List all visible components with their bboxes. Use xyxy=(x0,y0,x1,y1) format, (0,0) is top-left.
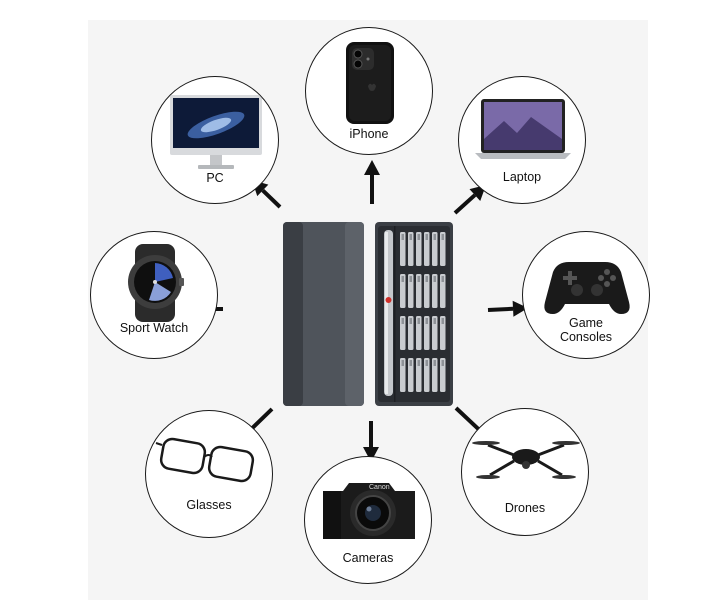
device-label-game-consoles: Game Consoles xyxy=(559,316,613,344)
screwdriver-bit xyxy=(432,358,438,392)
bit-tip xyxy=(441,360,444,366)
bit-tip xyxy=(433,318,436,324)
screwdriver-bit xyxy=(400,274,406,308)
bit-tip xyxy=(401,234,404,240)
screwdriver-bit xyxy=(440,316,446,350)
device-circle-iphone: iPhone xyxy=(305,27,433,155)
device-label-laptop: Laptop xyxy=(502,170,542,184)
screwdriver-bit xyxy=(416,316,422,350)
screwdriver-bit xyxy=(432,274,438,308)
device-circle-cameras: Canon Cameras xyxy=(304,456,432,584)
watch-icon xyxy=(128,244,184,322)
arrow-to-game-consoles xyxy=(487,300,528,317)
device-circle-drones: Drones xyxy=(461,408,589,536)
device-label-drones: Drones xyxy=(504,501,546,515)
device-label-pc: PC xyxy=(206,171,224,185)
bit-tip xyxy=(417,276,420,282)
screwdriver-bit xyxy=(432,232,438,266)
bit-tip xyxy=(425,234,428,240)
bit-tip xyxy=(409,318,412,324)
screwdriver-bit xyxy=(408,274,414,308)
screwdriver-bit xyxy=(424,316,430,350)
screwdriver-bit xyxy=(440,358,446,392)
camera-brand-text: Canon xyxy=(369,484,390,491)
bit-tip xyxy=(441,234,444,240)
device-label-glasses: Glasses xyxy=(186,498,232,512)
bit-tip xyxy=(433,360,436,366)
screwdriver-bit xyxy=(416,274,422,308)
bit-tip xyxy=(425,318,428,324)
monitor-icon xyxy=(170,95,262,169)
red-button-dot xyxy=(385,297,392,303)
bit-tip xyxy=(401,276,404,282)
bit-tip xyxy=(401,360,404,366)
arrow-to-cameras xyxy=(363,421,379,462)
screwdriver-bit xyxy=(424,274,430,308)
screwdriver-bit xyxy=(408,316,414,350)
screwdriver-bit xyxy=(432,316,438,350)
device-circle-sport-watch: Sport Watch xyxy=(90,231,218,359)
screwdriver-bit xyxy=(400,232,406,266)
bit-tip xyxy=(441,276,444,282)
bit-tip xyxy=(433,234,436,240)
bit-tip xyxy=(409,360,412,366)
bit-tip xyxy=(433,276,436,282)
bit-tip xyxy=(441,318,444,324)
bit-tip xyxy=(417,318,420,324)
camera-icon: Canon xyxy=(323,483,415,539)
bit-tip xyxy=(425,276,428,282)
arrow-to-iphone xyxy=(364,160,380,204)
screwdriver-bit xyxy=(440,232,446,266)
device-circle-laptop: Laptop xyxy=(458,76,586,204)
device-label-iphone: iPhone xyxy=(349,127,389,141)
kit-case-closed xyxy=(283,222,364,406)
device-circle-glasses: Glasses xyxy=(145,410,273,538)
screwdriver-bit xyxy=(400,316,406,350)
kit-case-open xyxy=(375,222,453,406)
screwdriver-bit xyxy=(408,358,414,392)
bit-tip xyxy=(409,234,412,240)
bit-grid xyxy=(400,232,446,392)
screwdriver-bit xyxy=(440,274,446,308)
bit-tip xyxy=(425,360,428,366)
phone-icon xyxy=(346,42,394,124)
gamepad-icon xyxy=(544,262,630,314)
bit-tip xyxy=(409,276,412,282)
drone-icon xyxy=(472,441,580,479)
device-circle-pc: PC xyxy=(151,76,279,204)
screwdriver-bit xyxy=(408,232,414,266)
device-label-cameras: Cameras xyxy=(342,551,394,565)
screwdriver-bit xyxy=(424,232,430,266)
device-circle-game-consoles: Game Consoles xyxy=(522,231,650,359)
screwdriver-bit xyxy=(400,358,406,392)
bit-tip xyxy=(417,234,420,240)
laptop-icon xyxy=(475,99,571,159)
glasses-icon xyxy=(155,437,255,483)
screwdriver-bit xyxy=(424,358,430,392)
screwdriver-bit xyxy=(416,358,422,392)
screwdriver-bit xyxy=(416,232,422,266)
device-label-sport-watch: Sport Watch xyxy=(119,321,189,335)
bit-tip xyxy=(417,360,420,366)
bit-tip xyxy=(401,318,404,324)
